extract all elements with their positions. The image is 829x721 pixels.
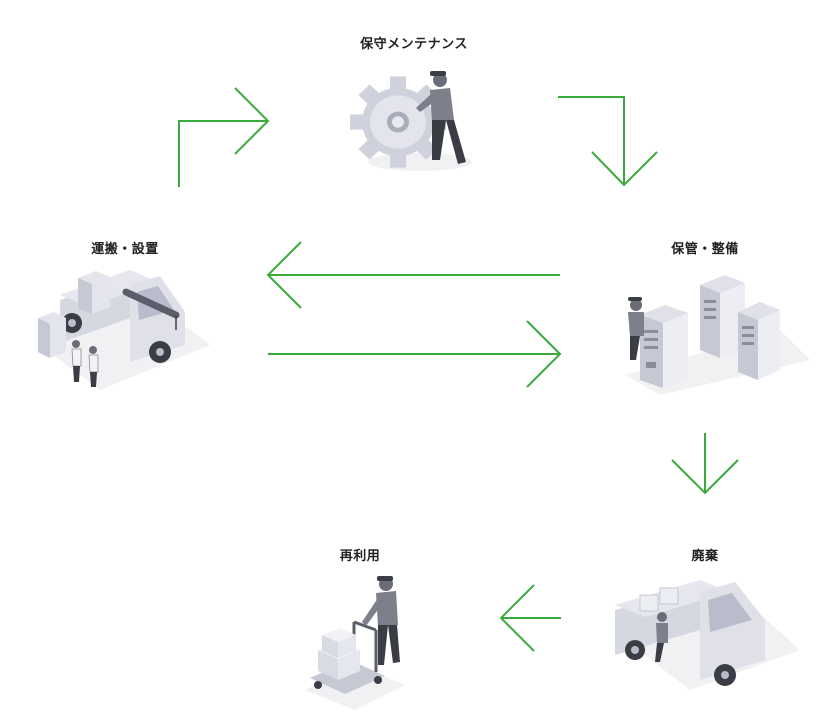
stage-label-transport: 運搬・設置 bbox=[91, 242, 159, 257]
stage-label-disposal: 廃棄 bbox=[691, 549, 719, 564]
arrow-transport-to-maintenance bbox=[178, 87, 270, 187]
arrow-maintenance-to-storage bbox=[558, 96, 658, 187]
vending-machine-storage-icon bbox=[625, 275, 810, 395]
arrow-disposal-to-reuse bbox=[499, 584, 561, 652]
stage-label-maintenance: 保守メンテナンス bbox=[360, 37, 468, 52]
arrow-storage-to-transport bbox=[266, 241, 560, 309]
stage-label-storage: 保管・整備 bbox=[671, 242, 739, 257]
disposal-truck-icon bbox=[615, 580, 800, 690]
gear-worker-icon bbox=[350, 71, 472, 171]
stage-label-reuse: 再利用 bbox=[339, 549, 381, 564]
hand-cart-icon bbox=[305, 576, 405, 710]
arrow-transport-to-storage bbox=[268, 320, 562, 388]
crane-truck-icon bbox=[38, 270, 210, 390]
arrow-storage-to-disposal bbox=[671, 433, 739, 495]
